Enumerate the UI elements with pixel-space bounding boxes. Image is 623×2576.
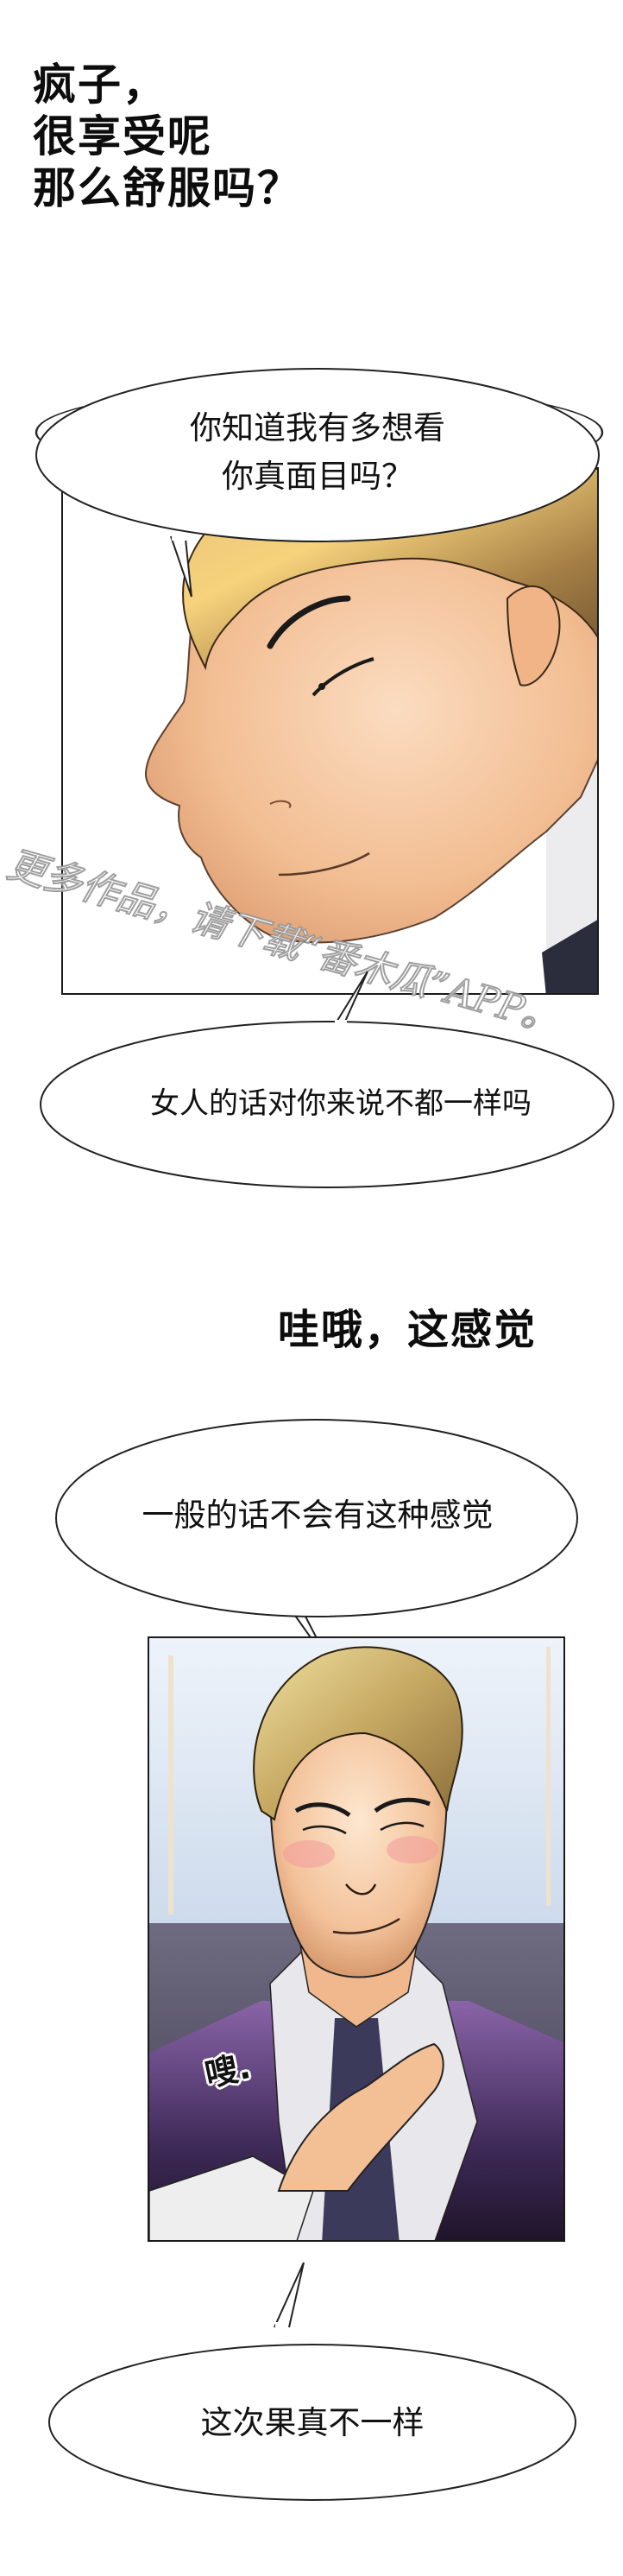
caption-top: 疯子， 很享受呢 那么舒服吗？ <box>33 59 302 214</box>
sound-effect: 嗖. <box>201 2047 255 2094</box>
speech-bubble-1: 你知道我有多想看 你真面目吗？ <box>35 404 601 501</box>
panel-2: 嗖. <box>148 1636 565 2242</box>
speech-bubble-2-outline <box>40 971 614 1188</box>
speech-bubble-1-outline <box>35 368 600 598</box>
caption-middle: 哇哦，这感觉 <box>278 1306 538 1354</box>
caption-line: 很享受呢 <box>33 111 212 161</box>
speech-bubble-4: 这次果真不一样 <box>200 2404 425 2441</box>
man-loosening-tie-illustration <box>149 1638 563 2240</box>
caption-line: 那么舒服吗？ <box>33 163 302 213</box>
speech-bubble-4-outline <box>48 2262 576 2501</box>
speech-bubble-2: 女人的话对你来说不都一样吗 <box>150 1086 532 1121</box>
caption-line: 疯子， <box>33 60 167 110</box>
bubble-line: 你知道我有多想看 <box>190 409 445 446</box>
bubble-line: 你真面目吗？ <box>222 458 413 495</box>
speech-bubble-3: 一般的话不会有这种感觉 <box>142 1497 494 1534</box>
speech-bubble-3-outline <box>55 1419 578 1668</box>
